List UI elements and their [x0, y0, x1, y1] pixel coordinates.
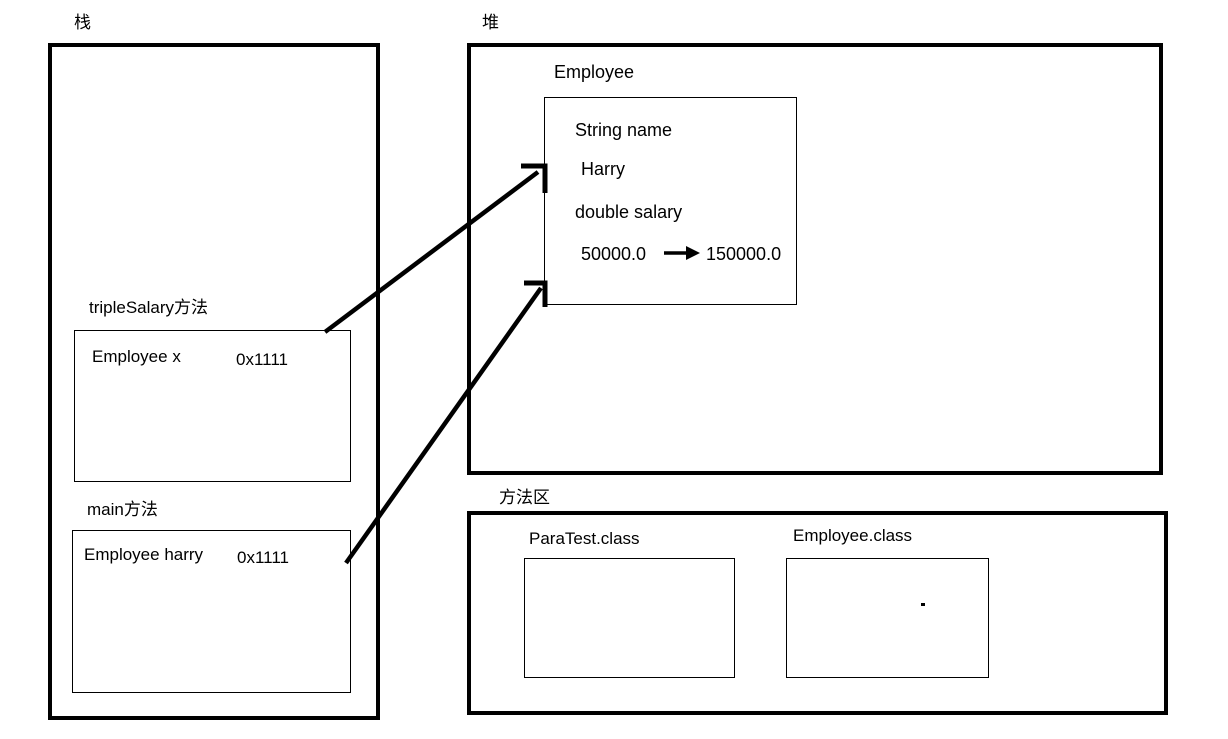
method-area-class-box-employee — [786, 558, 989, 678]
heap-field-decl-name: String name — [575, 120, 673, 140]
heap-field-decl-salary: double salary — [575, 202, 683, 222]
heap-region-label: 堆 — [482, 13, 499, 32]
heap-object-box-employee — [544, 97, 797, 305]
heap-object-label-employee: Employee — [554, 62, 635, 82]
heap-field-old-value-salary: 50000.0 — [581, 244, 647, 264]
method-area-region-box — [467, 511, 1168, 715]
stack-var-name-x: Employee x — [92, 347, 181, 366]
stack-var-value-x: 0x1111 — [236, 350, 288, 369]
method-area-class-box-paratest — [524, 558, 735, 678]
stack-var-name-harry: Employee harry — [84, 545, 204, 564]
heap-field-value-name: Harry — [581, 159, 625, 179]
method-area-class-label-employee: Employee.class — [793, 526, 913, 545]
heap-field-new-value-salary: 150000.0 — [706, 244, 782, 264]
method-area-class-label-paratest: ParaTest.class — [529, 529, 640, 548]
stack-region-label: 栈 — [74, 13, 91, 32]
stack-var-value-harry: 0x1111 — [237, 548, 289, 567]
stack-frame-label-triplesalary: tripleSalary方法 — [89, 298, 209, 317]
method-area-employee-class-dot-mark — [921, 603, 925, 606]
stack-frame-box-main — [72, 530, 351, 693]
method-area-region-label: 方法区 — [499, 488, 550, 507]
stack-frame-label-main: main方法 — [87, 500, 158, 519]
